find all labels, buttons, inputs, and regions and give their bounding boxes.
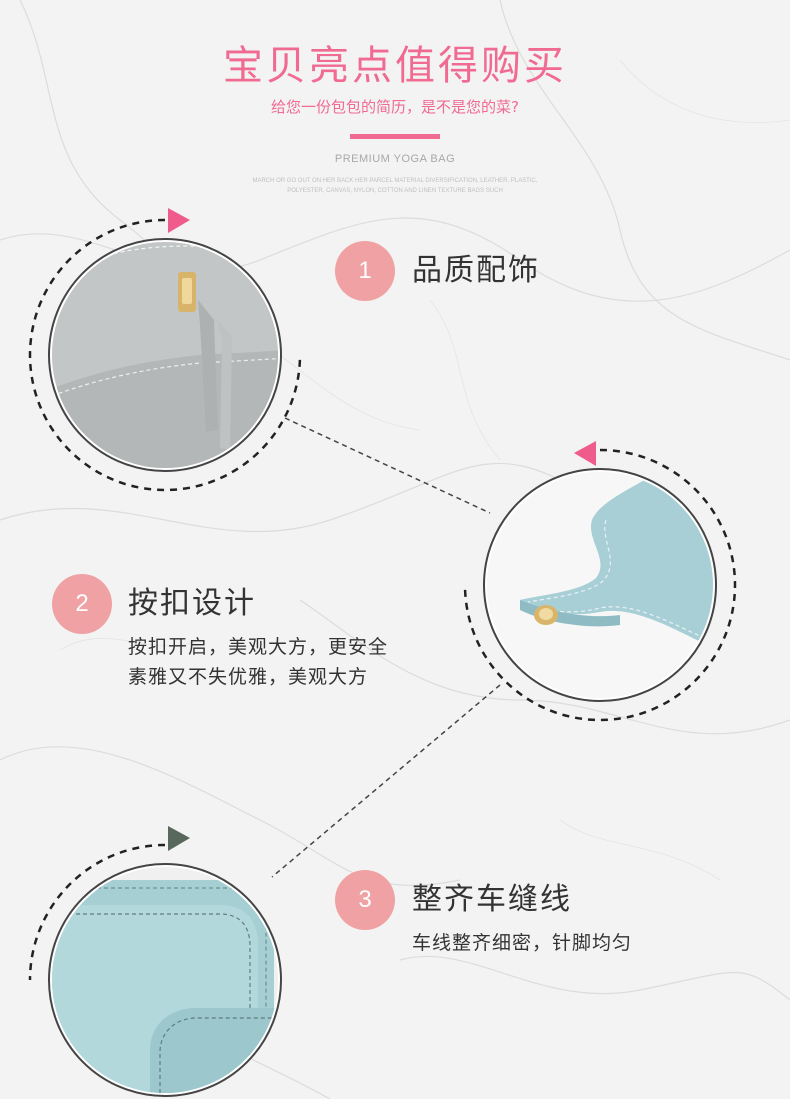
arrow-left-icon [574, 441, 596, 466]
english-description-line-2: POLYESTER, CANVAS, NYLON, COTTON AND LIN… [287, 188, 503, 194]
connector-line-2 [271, 684, 501, 878]
feature-title: 品质配饰 [412, 253, 540, 288]
feature-description-line: 车线整齐细密，针脚均匀 [412, 932, 633, 954]
feature-number-badge: 2 [52, 574, 112, 634]
dashed-arc-2 [463, 448, 737, 722]
feature-number-badge: 1 [335, 241, 395, 301]
arrow-right-icon [168, 826, 190, 851]
arrow-right-icon [168, 208, 190, 233]
stitching-closeup-photo [28, 826, 282, 1097]
feature-description-line: 素雅又不失优雅，美观大方 [128, 666, 369, 688]
feature-title: 整齐车缝线 [412, 882, 572, 917]
feature-number-badge: 3 [335, 870, 395, 930]
zipper-closeup-photo [28, 208, 302, 492]
dashed-arc-3 [28, 843, 166, 981]
page-subtitle: 给您一份包包的简历，是不是您的菜? [271, 98, 519, 116]
page-title: 宝贝亮点值得购买 [223, 43, 567, 89]
title-underline-bar [350, 134, 440, 139]
dashed-arc-1 [28, 218, 302, 492]
english-description-line-1: MARCH OR GO OUT ON HER BACK HER PARCEL M… [252, 178, 538, 184]
feature-title: 按扣设计 [128, 586, 256, 621]
snap-button-closeup-photo [463, 441, 737, 722]
feature-description-line: 按扣开启，美观大方，更安全 [128, 636, 389, 658]
english-title: PREMIUM YOGA BAG [334, 153, 456, 165]
connector-line-1 [284, 417, 491, 514]
